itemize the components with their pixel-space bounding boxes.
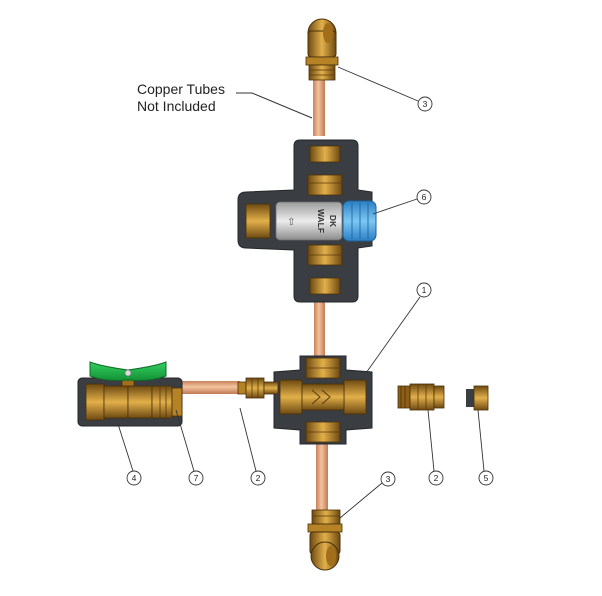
elbow-top — [305, 18, 339, 81]
callout-2-left: 2 — [239, 407, 266, 486]
callout-4: 4 — [117, 423, 142, 486]
callout-1: 1 — [365, 282, 432, 374]
valve-brand-top: WALF — [316, 209, 326, 233]
callout-5: 5 — [477, 409, 494, 486]
callout-number: 6 — [422, 192, 427, 202]
blue-adjustment-cap — [342, 200, 377, 242]
note-leader-line — [236, 92, 313, 119]
elbow-bottom — [307, 509, 343, 571]
callout-number: 2 — [256, 473, 261, 483]
callout-3-top: 3 — [337, 66, 433, 112]
callout-number: 3 — [386, 474, 391, 484]
callouts: 3 6 1 4 7 2 2 — [117, 66, 494, 519]
ball-valve — [77, 361, 183, 427]
callout-7: 7 — [175, 409, 204, 486]
note-line-2: Not Included — [137, 98, 216, 114]
callout-number: 2 — [434, 473, 439, 483]
callout-6: 6 — [372, 189, 432, 215]
callout-number: 1 — [422, 285, 427, 295]
callout-number: 4 — [132, 473, 137, 483]
valve-brand-bottom: DK — [328, 215, 338, 228]
valve-silver-body — [275, 201, 343, 241]
compression-connector-left — [237, 377, 279, 399]
copper-tube-horizontal — [178, 381, 240, 394]
compression-connector-loose — [397, 383, 445, 411]
callout-2-right: 2 — [427, 409, 444, 486]
copper-tube-top — [313, 78, 325, 136]
threaded-plug — [466, 385, 489, 411]
copper-tubes-note: Copper Tubes Not Included — [137, 81, 313, 119]
note-line-1: Copper Tubes — [137, 81, 225, 97]
callout-3-bottom: 3 — [339, 471, 396, 519]
copper-tube-bottom — [316, 440, 328, 514]
callout-number: 3 — [423, 99, 428, 109]
callout-number: 5 — [484, 473, 489, 483]
callout-number: 7 — [194, 473, 199, 483]
copper-tube-middle — [314, 298, 325, 360]
cross-fitting — [273, 355, 373, 445]
copper-tubes — [178, 78, 328, 514]
mixing-valve: ⇧ WALF DK — [237, 139, 377, 303]
flow-arrow-icon: ⇧ — [287, 217, 295, 228]
